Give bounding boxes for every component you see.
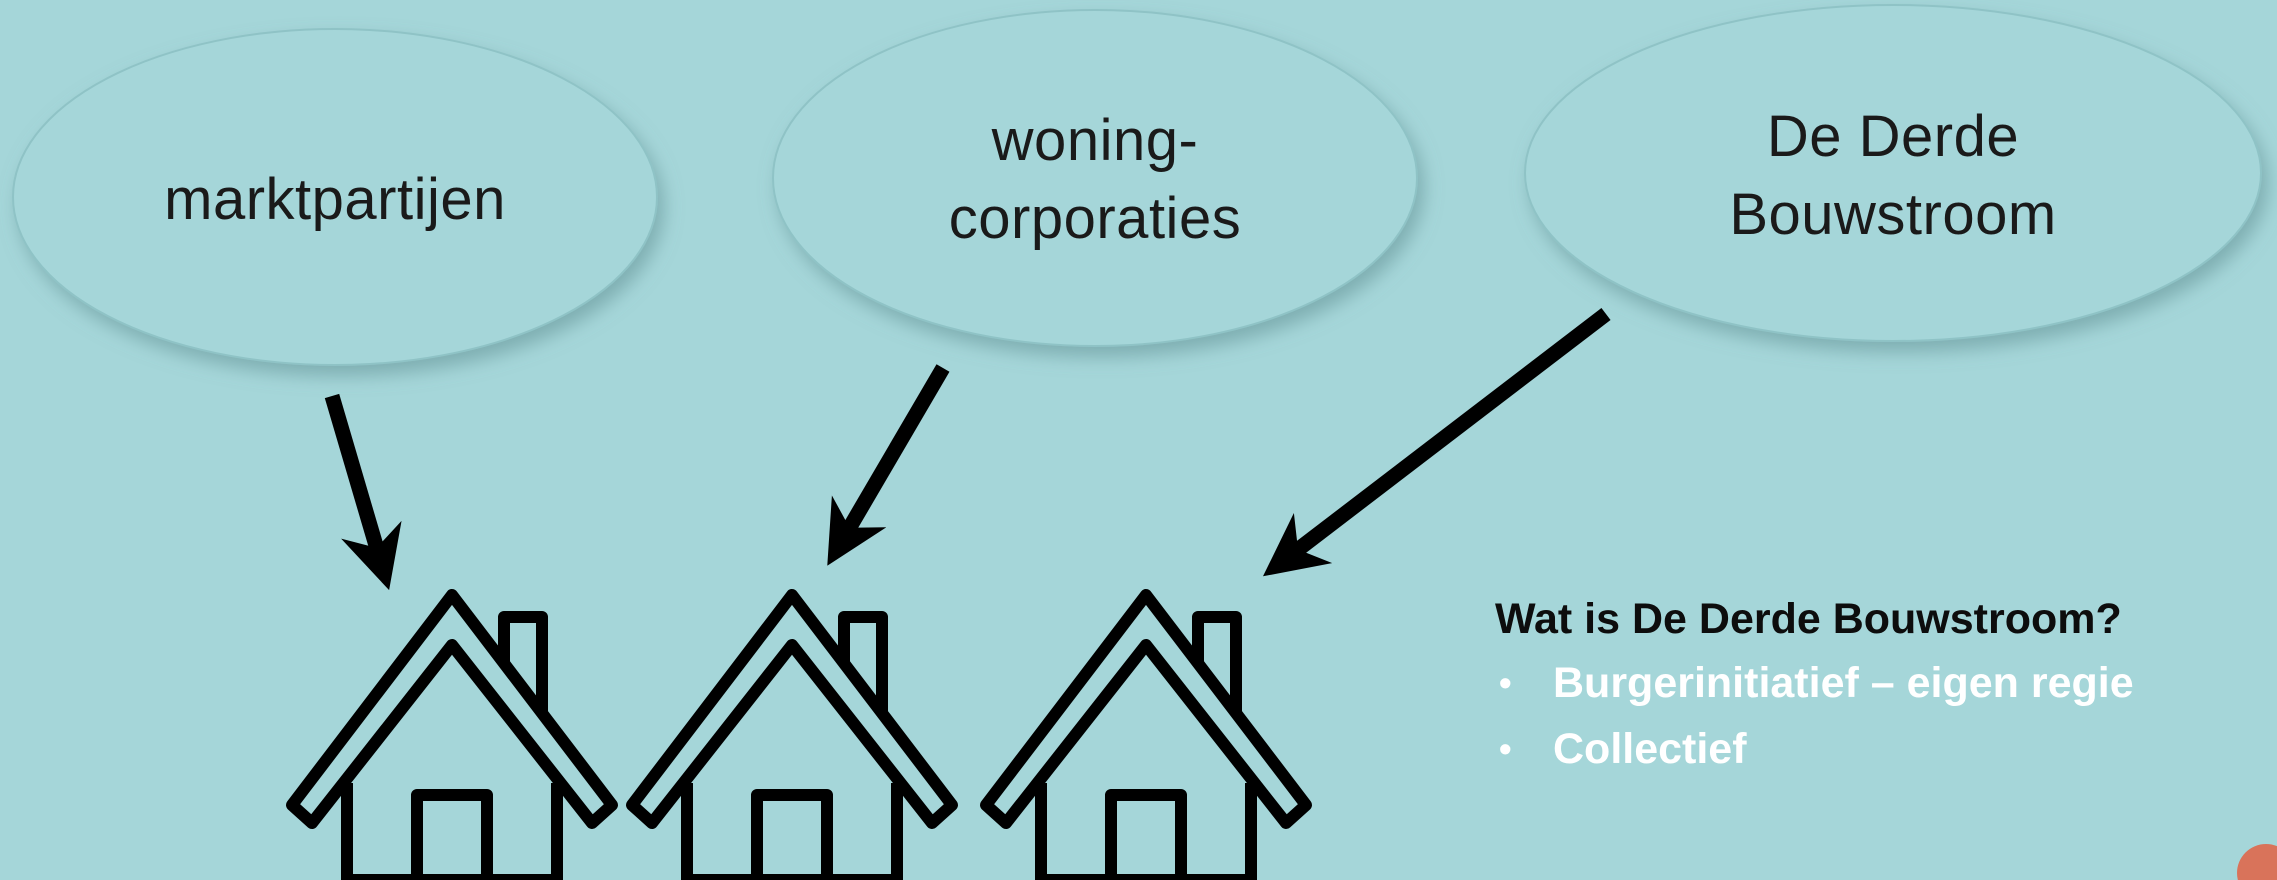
bullet-icon: • xyxy=(1499,662,1512,703)
info-bullet-text: Burgerinitiatief – eigen regie xyxy=(1553,659,2134,707)
arrow-icon xyxy=(827,364,950,566)
ellipse-label-marktpartijen: marktpartijen xyxy=(164,167,506,232)
house-icon xyxy=(632,595,952,880)
arrow-icon xyxy=(1262,308,1611,577)
arrow-icon xyxy=(324,393,402,591)
ellipse-label-derde-bouwstroom: De Derde Bouwstroom xyxy=(1729,104,2057,247)
house-icon xyxy=(292,595,612,880)
info-bullet-text: Collectief xyxy=(1553,725,1747,773)
info-bullet-list: • Burgerinitiatief – eigen regie • Colle… xyxy=(1495,650,2255,782)
ellipse-label-woningcorporaties: woning- corporaties xyxy=(948,108,1242,251)
bullet-icon: • xyxy=(1499,728,1512,769)
ellipse-woningcorporaties xyxy=(772,9,1418,347)
house-icon xyxy=(986,595,1306,880)
info-block: Wat is De Derde Bouwstroom? • Burgerinit… xyxy=(1495,588,2255,782)
info-title: Wat is De Derde Bouwstroom? xyxy=(1495,595,2122,643)
info-bullet-item: • Burgerinitiatief – eigen regie xyxy=(1495,650,2255,716)
ellipse-derde-bouwstroom xyxy=(1524,4,2262,342)
ellipse-marktpartijen xyxy=(12,28,658,366)
info-bullet-item: • Collectief xyxy=(1495,716,2255,782)
